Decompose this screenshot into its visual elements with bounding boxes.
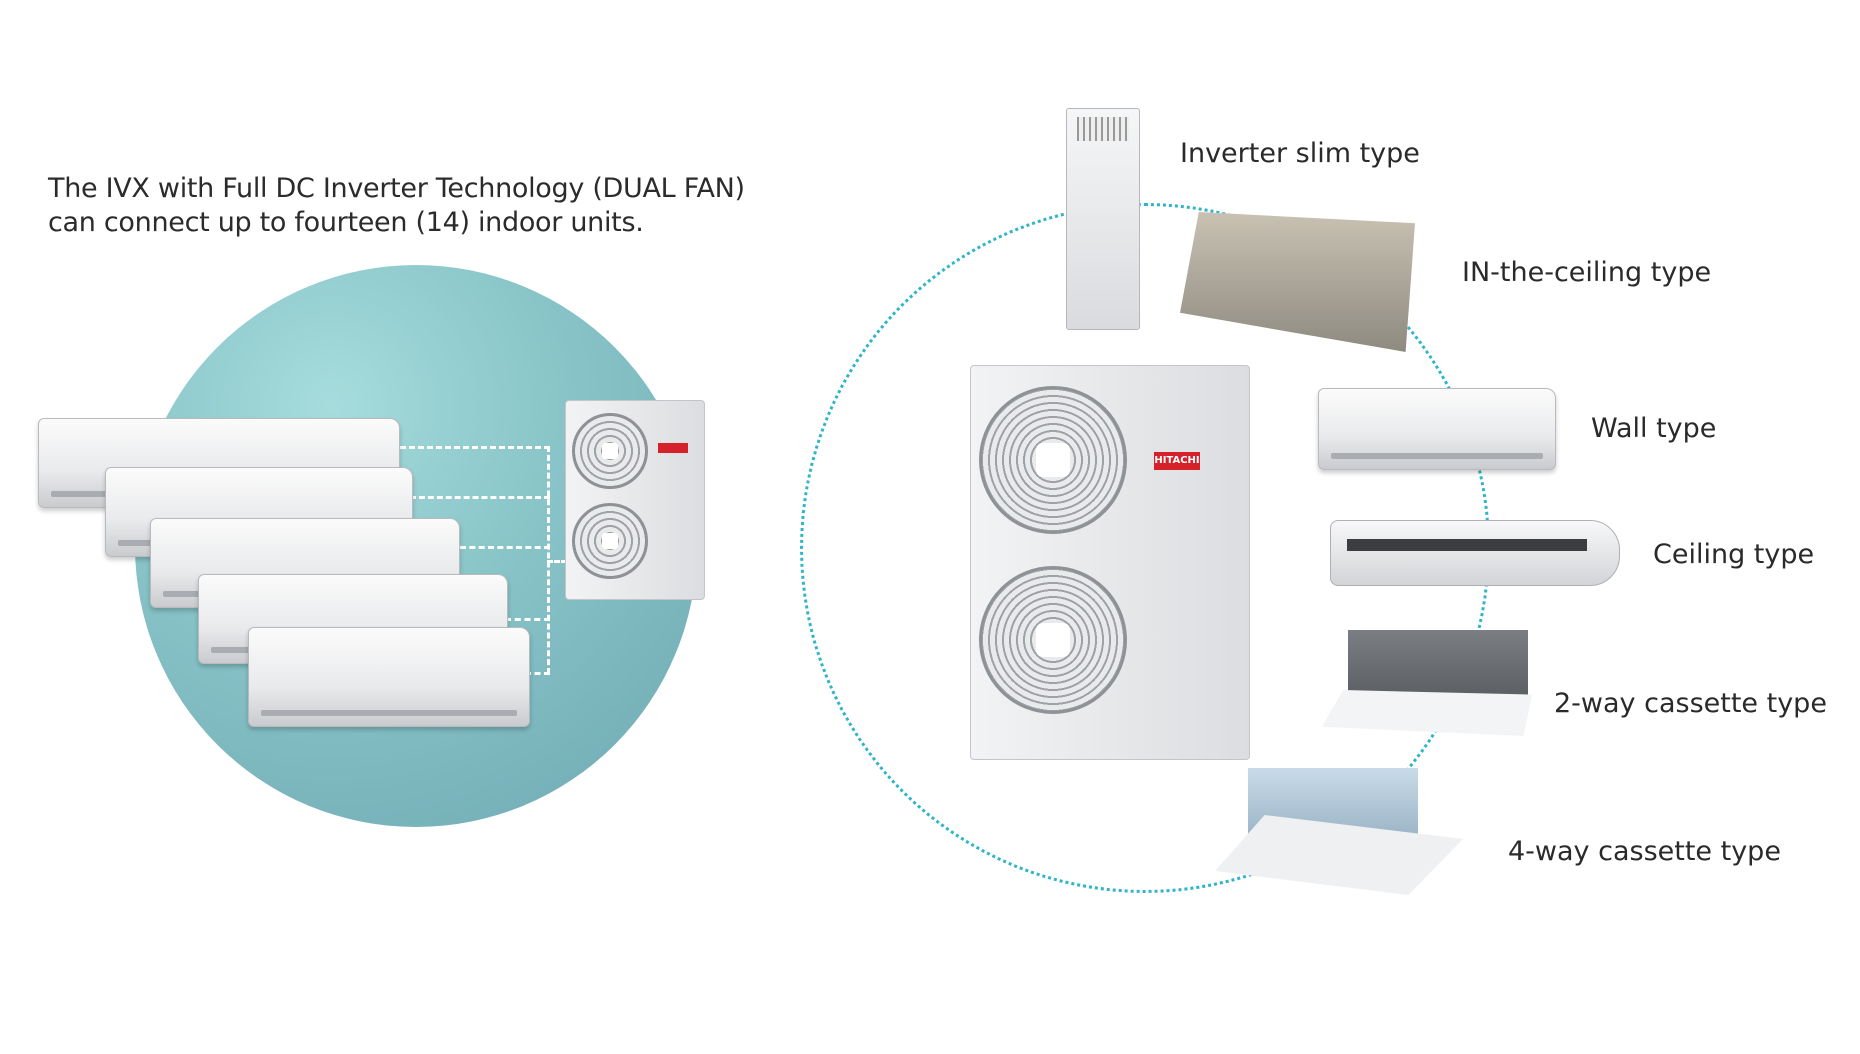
connection-line (547, 560, 567, 563)
fan-icon (572, 503, 648, 579)
inverter-slim-unit-image (1066, 108, 1140, 330)
label-ceiling-type: Ceiling type (1653, 539, 1815, 570)
intro-line-2: can connect up to fourteen (14) indoor u… (48, 207, 644, 238)
2-way-cassette-unit-image (1322, 690, 1532, 736)
connection-line (460, 546, 550, 549)
intro-line-1: The IVX with Full DC Inverter Technology… (48, 173, 745, 204)
vent-grille (1077, 117, 1129, 141)
brand-logo (658, 443, 688, 453)
intro-text: The IVX with Full DC Inverter Technology… (48, 172, 745, 240)
outdoor-unit-image: HITACHI (970, 365, 1250, 760)
ceiling-type-unit-image (1330, 520, 1620, 586)
connection-line (525, 672, 550, 675)
connection-line (505, 618, 550, 621)
outdoor-unit-small-image (565, 400, 705, 600)
fan-icon (979, 566, 1127, 714)
label-2-way-cassette-type: 2-way cassette type (1554, 688, 1827, 719)
vent-slot (1347, 539, 1587, 551)
label-wall-type: Wall type (1591, 413, 1717, 444)
wall-unit-image (248, 627, 530, 727)
wall-type-unit-image (1318, 388, 1556, 470)
label-in-the-ceiling-type: IN-the-ceiling type (1462, 257, 1712, 288)
2-way-cassette-body (1348, 630, 1528, 700)
label-4-way-cassette-type: 4-way cassette type (1508, 836, 1781, 867)
connection-line (410, 496, 550, 499)
connection-line (400, 446, 550, 449)
brand-logo: HITACHI (1154, 452, 1200, 470)
fan-icon (979, 386, 1127, 534)
label-inverter-slim-type: Inverter slim type (1180, 138, 1420, 169)
fan-icon (572, 413, 648, 489)
